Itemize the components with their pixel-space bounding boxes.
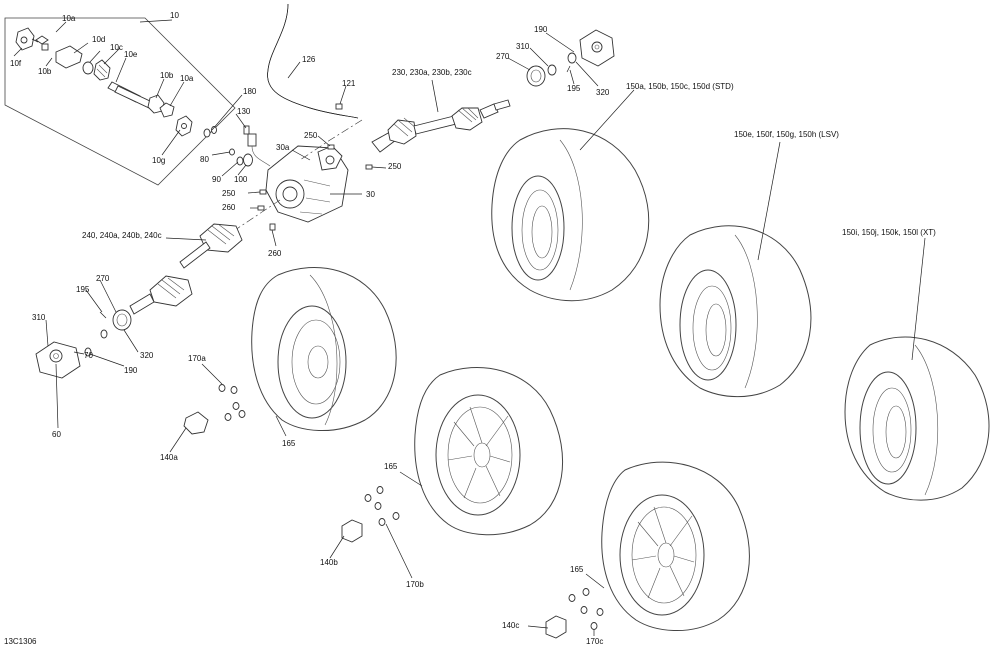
callout-80: 80 bbox=[200, 155, 209, 164]
wheel-nuts-c bbox=[545, 588, 604, 639]
callout-310-left: 310 bbox=[32, 313, 46, 322]
tire-left-steel bbox=[251, 267, 397, 431]
callout-170a: 170a bbox=[188, 354, 206, 363]
callout-10b-2: 10b bbox=[160, 71, 174, 80]
callout-140a: 140a bbox=[160, 453, 178, 462]
tire-lsv-middle bbox=[659, 225, 812, 398]
callout-240-group: 240, 240a, 240b, 240c bbox=[82, 231, 162, 240]
tire-center-alloy bbox=[414, 367, 563, 536]
callout-195-top: 195 bbox=[567, 84, 581, 93]
callout-180: 180 bbox=[243, 87, 257, 96]
callout-150-xt: 150i, 150j, 150k, 150l (XT) bbox=[842, 228, 936, 237]
callout-260-b: 260 bbox=[268, 249, 282, 258]
callout-250-a: 250 bbox=[304, 131, 318, 140]
callout-230-group: 230, 230a, 230b, 230c bbox=[392, 68, 472, 77]
callout-150-std: 150a, 150b, 150c, 150d (STD) bbox=[626, 82, 734, 91]
callout-170b: 170b bbox=[406, 580, 424, 589]
callout-310-top: 310 bbox=[516, 42, 530, 51]
callout-90: 90 bbox=[212, 175, 221, 184]
callout-10: 10 bbox=[170, 11, 179, 20]
callout-10e: 10e bbox=[124, 50, 138, 59]
callout-150-lsv: 150e, 150f, 150g, 150h (LSV) bbox=[734, 130, 839, 139]
tire-xt-right bbox=[844, 336, 990, 501]
diagram-id: 13C1306 bbox=[4, 637, 37, 646]
inset-box-part-10 bbox=[4, 17, 236, 186]
small-parts-diff bbox=[203, 103, 373, 231]
callout-10f: 10f bbox=[10, 59, 22, 68]
callout-250-c: 250 bbox=[222, 189, 236, 198]
callout-320-left: 320 bbox=[140, 351, 154, 360]
callout-126: 126 bbox=[302, 55, 316, 64]
tire-bottom-alloy bbox=[601, 461, 750, 631]
callout-10c: 10c bbox=[110, 43, 123, 52]
drive-shaft-240 bbox=[129, 223, 243, 315]
callout-60: 60 bbox=[52, 430, 61, 439]
callout-121: 121 bbox=[342, 79, 356, 88]
wheel-nuts-a bbox=[183, 384, 246, 435]
callout-140b: 140b bbox=[320, 558, 338, 567]
tire-std-top bbox=[491, 128, 650, 302]
leader-lines bbox=[13, 19, 926, 636]
callout-190-left: 190 bbox=[124, 366, 138, 375]
callout-195-left: 195 bbox=[76, 285, 90, 294]
callout-140c: 140c bbox=[502, 621, 519, 630]
callout-10b: 10b bbox=[38, 67, 52, 76]
callout-30a: 30a bbox=[276, 143, 290, 152]
differential-30 bbox=[247, 133, 349, 223]
callout-165-a: 165 bbox=[282, 439, 296, 448]
wheel-nuts-b bbox=[341, 486, 400, 543]
callout-labels: 10a 10 10d 10c 10e 10f 10b 10b 10a 10g 1… bbox=[4, 11, 936, 646]
callout-30: 30 bbox=[366, 190, 375, 199]
callout-190-top: 190 bbox=[534, 25, 548, 34]
callout-70: 70 bbox=[84, 351, 93, 360]
callout-10a-2: 10a bbox=[180, 74, 194, 83]
drive-shaft-230 bbox=[371, 99, 511, 153]
callout-170c: 170c bbox=[586, 637, 603, 646]
callout-10a: 10a bbox=[62, 14, 76, 23]
callout-270-top: 270 bbox=[496, 52, 510, 61]
callout-10g: 10g bbox=[152, 156, 165, 165]
callout-250-b: 250 bbox=[388, 162, 402, 171]
hub-assembly-left bbox=[35, 309, 132, 379]
callout-165-b: 165 bbox=[384, 462, 398, 471]
callout-260-a: 260 bbox=[222, 203, 236, 212]
callout-320-top: 320 bbox=[596, 88, 610, 97]
hub-assembly-top bbox=[526, 29, 615, 87]
callout-10d: 10d bbox=[92, 35, 105, 44]
callout-165-c: 165 bbox=[570, 565, 584, 574]
callout-270-left: 270 bbox=[96, 274, 110, 283]
callout-130: 130 bbox=[237, 107, 251, 116]
callout-100: 100 bbox=[234, 175, 248, 184]
